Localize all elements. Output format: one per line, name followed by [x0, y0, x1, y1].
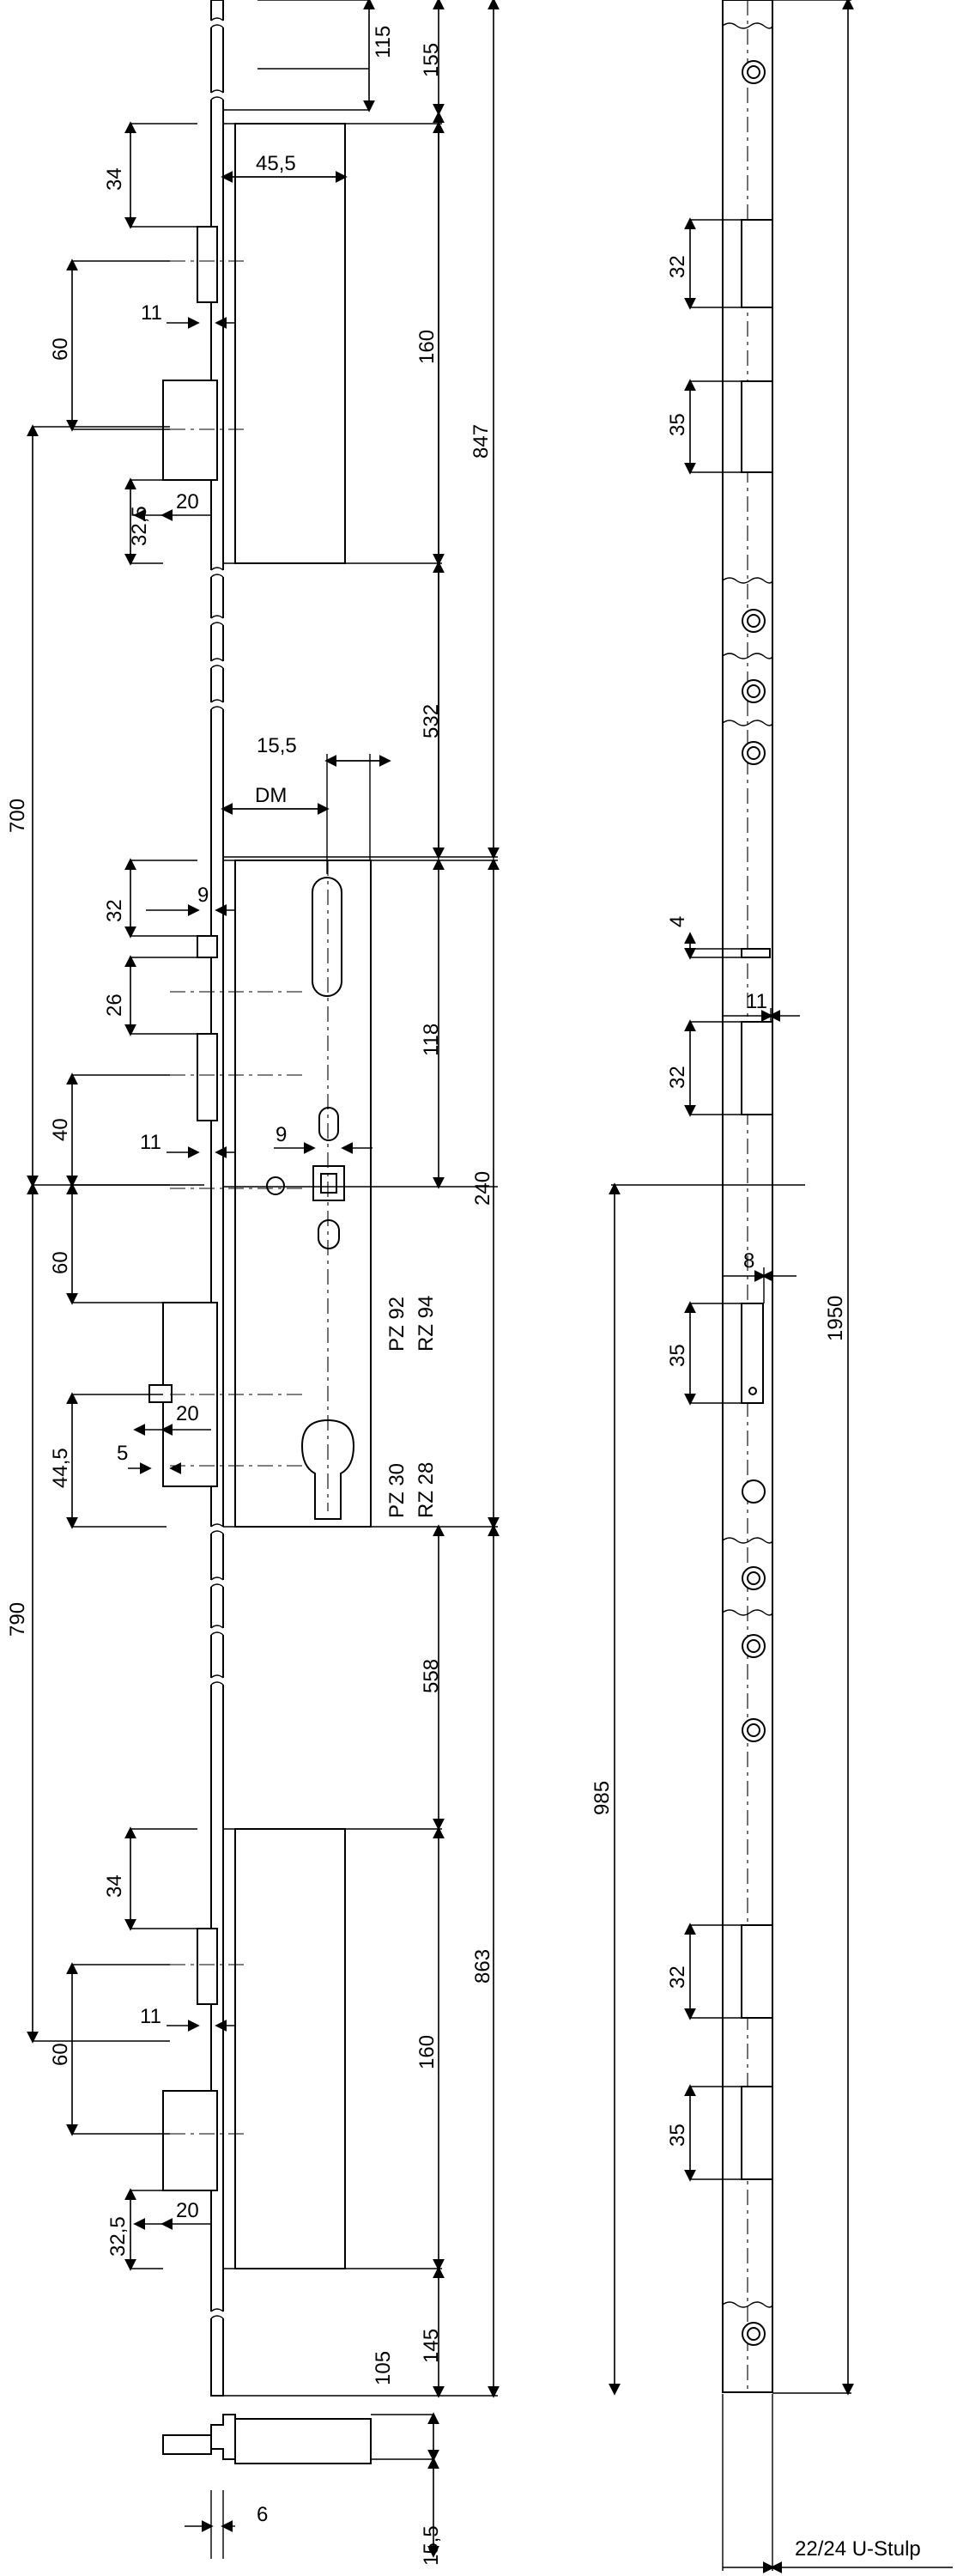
bottom-section-faceplate	[210, 2414, 236, 2460]
right-faceplate-view: 32 35 4 11 32 8 35 985 1950 32 35 22/24 …	[591, 0, 953, 2573]
dim-32-right-mid: 32	[666, 1066, 689, 1089]
dim-11-mid: 11	[140, 1131, 161, 1154]
dim-118: 118	[420, 1024, 443, 1056]
dim-34-bottom: 34	[103, 1874, 126, 1898]
dim-dm: DM	[255, 784, 287, 807]
dim-26-left: 26	[103, 993, 126, 1017]
dim-60-mid: 60	[49, 1251, 72, 1274]
dim-11-top: 11	[141, 301, 162, 325]
dim-4-right: 4	[666, 916, 689, 927]
dim-9-left: 9	[197, 884, 209, 907]
dim-700: 700	[6, 799, 29, 833]
dim-20-top: 20	[176, 490, 199, 513]
dim-32-right-top: 32	[666, 255, 689, 278]
dim-35-right-top: 35	[666, 413, 689, 436]
dim-8-right: 8	[743, 1249, 754, 1273]
dim-5-mid: 5	[117, 1442, 128, 1465]
dim-60-top: 60	[49, 337, 72, 361]
dim-240: 240	[471, 1171, 494, 1206]
dim-985: 985	[591, 1781, 614, 1815]
lower-bolt	[162, 2090, 218, 2191]
central-lock-case	[234, 860, 372, 1528]
dim-35-right-bottom: 35	[666, 2123, 689, 2147]
dim-15-5-bottom: 15,5	[420, 2525, 443, 2566]
bottom-section-case	[234, 2418, 372, 2464]
dim-558: 558	[420, 1659, 443, 1693]
dim-rz28: RZ 28	[415, 1462, 438, 1518]
lower-latch	[197, 1928, 218, 2005]
dim-155: 155	[420, 43, 443, 77]
dim-11-right: 11	[746, 990, 767, 1013]
dim-160-top: 160	[415, 330, 439, 364]
dim-pz92: PZ 92	[385, 1297, 409, 1352]
dim-9-mid: 9	[276, 1123, 287, 1146]
central-pin	[148, 1384, 173, 1403]
dim-160-bottom: 160	[415, 2035, 439, 2069]
bottom-section-latch	[162, 2434, 212, 2455]
upper-bolt	[162, 380, 218, 481]
dim-32-5-top: 32,5	[128, 506, 151, 546]
dim-11-bottom: 11	[140, 2005, 161, 2028]
dim-34-top: 34	[103, 167, 126, 191]
dim-863: 863	[471, 1949, 494, 1984]
dim-790: 790	[6, 1602, 29, 1637]
screw-holes	[742, 60, 766, 2346]
dim-44-5: 44,5	[49, 1448, 72, 1488]
dim-45-5: 45,5	[256, 152, 296, 175]
left-lock-view: 115 155 45,5 34 60 11 160 847 700 32,5 2…	[6, 0, 500, 2566]
dim-32-right-bottom: 32	[666, 1965, 689, 1989]
dim-115: 115	[372, 26, 395, 58]
dim-rz94: RZ 94	[415, 1296, 438, 1352]
upper-latch	[197, 226, 218, 303]
dim-60-bottom: 60	[49, 2043, 72, 2066]
left-faceplate	[210, 0, 224, 2397]
dim-105: 105	[372, 2351, 395, 2385]
dim-20-mid: 20	[176, 1402, 199, 1425]
dim-32-5-bottom: 32,5	[106, 2216, 130, 2257]
dim-532: 532	[420, 704, 443, 738]
dim-u-stulp: 22/24 U-Stulp	[795, 2537, 921, 2561]
dim-20-bottom: 20	[176, 2199, 199, 2222]
dim-1950: 1950	[824, 1296, 847, 1341]
central-main-latch	[197, 1033, 218, 1121]
dim-145: 145	[420, 2329, 443, 2363]
dim-pz30: PZ 30	[385, 1463, 409, 1518]
dim-15-5-top: 15,5	[257, 734, 297, 757]
dim-6: 6	[257, 2503, 268, 2526]
lower-lock-body	[234, 1828, 346, 2269]
dim-847: 847	[469, 424, 493, 459]
dim-32-left: 32	[103, 899, 126, 922]
central-small-latch	[197, 935, 218, 958]
dim-35-right-mid: 35	[666, 1344, 689, 1367]
dim-40-left: 40	[49, 1118, 72, 1141]
upper-lock-body	[234, 123, 346, 564]
